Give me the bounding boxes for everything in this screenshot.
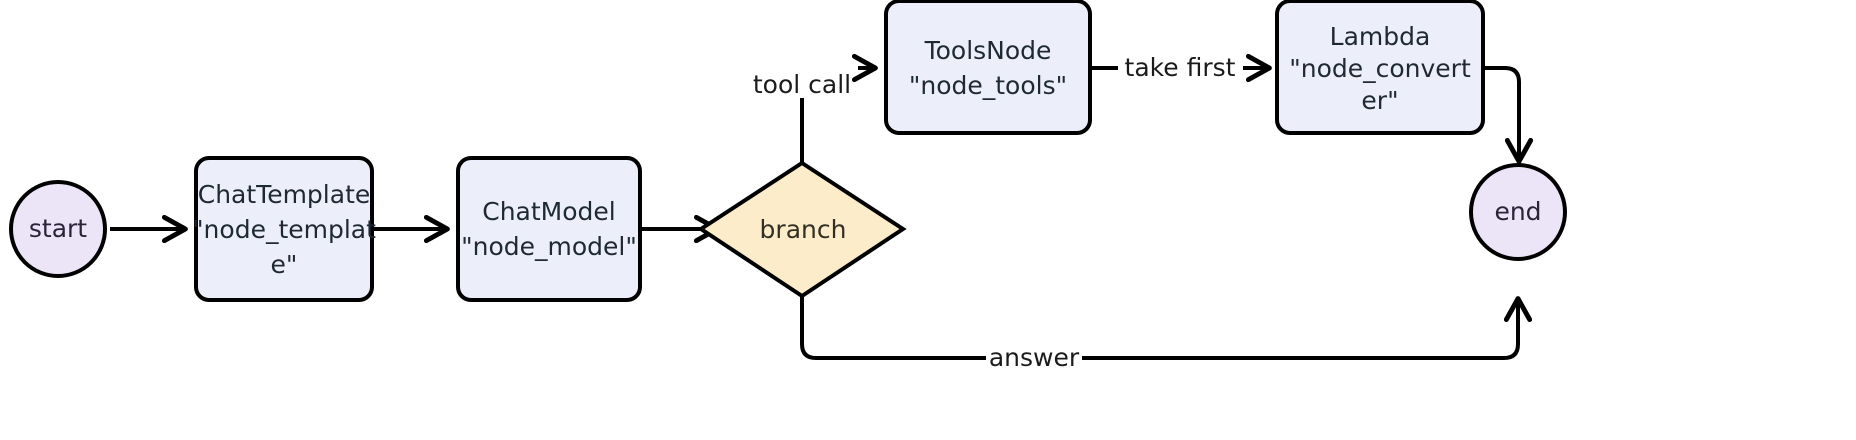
edge-line-left-segment xyxy=(800,296,986,360)
chat-template-box[interactable] xyxy=(194,156,374,302)
node-chat-model[interactable]: ChatModel "node_model" xyxy=(456,156,642,302)
edge-label-take-first: take first xyxy=(1125,53,1236,82)
node-branch[interactable]: branch xyxy=(697,160,907,299)
chat-template-label-line3: e" xyxy=(271,250,298,279)
tools-node-box[interactable] xyxy=(884,0,1092,135)
tools-node-label-line2: "node_tools" xyxy=(909,71,1067,100)
edge-node-tools-to-node-converter: take first xyxy=(1090,53,1268,82)
node-start[interactable]: start xyxy=(9,180,107,278)
chat-model-box[interactable] xyxy=(456,156,642,302)
edge-branch-to-end-answer: answer xyxy=(800,296,1518,372)
node-chat-template[interactable]: ChatTemplate "node_templat e" xyxy=(192,156,376,302)
edge-node-converter-to-end xyxy=(1483,66,1519,160)
lambda-node-box[interactable] xyxy=(1275,0,1485,135)
chat-template-label-line1: ChatTemplate xyxy=(198,180,371,209)
node-tools[interactable]: ToolsNode "node_tools" xyxy=(884,0,1092,135)
edge-line-right-segment xyxy=(1082,300,1518,360)
branch-diamond[interactable] xyxy=(697,160,907,299)
chat-template-label-line2: "node_templat xyxy=(192,215,376,244)
lambda-node-label-line1: Lambda xyxy=(1330,22,1431,51)
chat-model-label-line1: ChatModel xyxy=(482,197,615,226)
node-end[interactable]: end xyxy=(1469,163,1567,261)
lambda-node-label-line3: er" xyxy=(1361,86,1398,115)
lambda-node-label-line2: "node_convert xyxy=(1289,54,1471,83)
start-label: start xyxy=(29,214,87,243)
edge-label-answer: answer xyxy=(989,343,1080,372)
branch-label: branch xyxy=(760,215,847,244)
edge-branch-to-node-tools: tool call xyxy=(753,68,874,163)
tools-node-label-line1: ToolsNode xyxy=(924,36,1052,65)
node-converter[interactable]: Lambda "node_convert er" xyxy=(1275,0,1485,135)
chat-model-label-line2: "node_model" xyxy=(461,232,637,261)
edge-line xyxy=(1483,66,1519,160)
edge-label-tool-call: tool call xyxy=(753,70,851,99)
end-label: end xyxy=(1494,197,1541,226)
start-circle[interactable] xyxy=(9,180,107,278)
end-circle[interactable] xyxy=(1469,163,1567,261)
